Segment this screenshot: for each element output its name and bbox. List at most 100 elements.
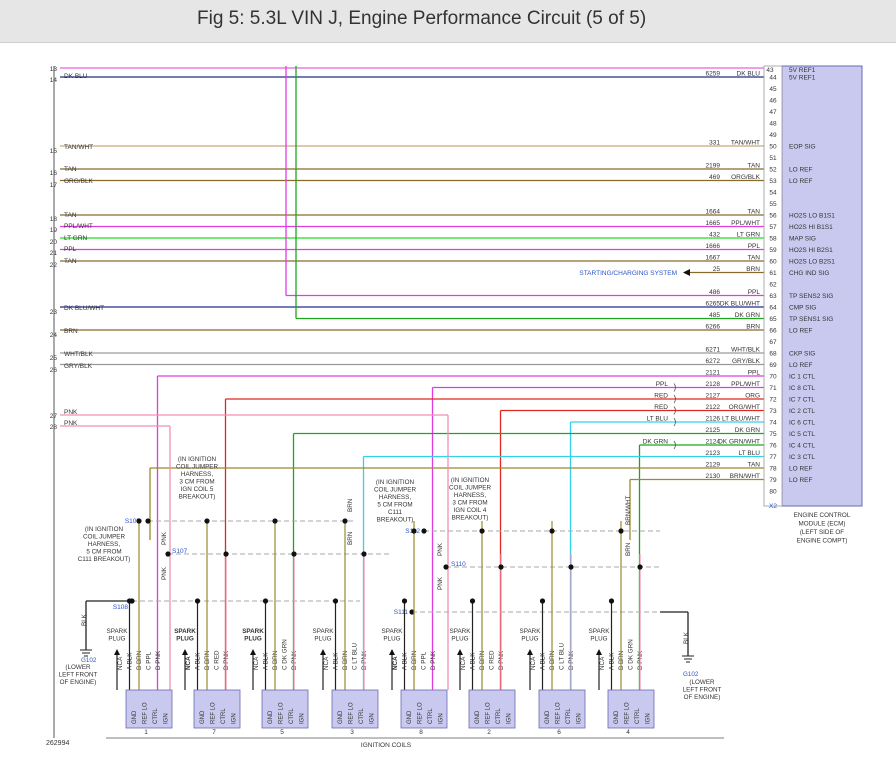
ecm-wire-color: BRN xyxy=(746,266,760,273)
spark-plug-label: SPARK xyxy=(450,628,472,635)
ecm-wire-color: TAN xyxy=(747,462,760,469)
ecm-pin-number: 70 xyxy=(769,374,777,381)
coil-terminal-label: REF LO xyxy=(556,702,562,724)
wire-color-vertical: BLK xyxy=(81,613,88,626)
coil-terminal-label: REF LO xyxy=(143,702,149,724)
wire-color-vertical: PNK xyxy=(437,576,444,590)
coil-terminal-label: GND xyxy=(475,710,481,724)
ecm-circuit-number: 6266 xyxy=(706,324,721,331)
ecm-signal-name: IC 1 CTL xyxy=(789,374,815,381)
left-wire-color-label: TAN xyxy=(64,258,77,265)
coil-terminal-label: IGN xyxy=(164,713,170,724)
ecm-pin-number: 45 xyxy=(769,86,777,93)
diagram-frame: 262994 xyxy=(46,66,69,747)
ecm-circuit-number: 2128 xyxy=(706,381,721,388)
ecm-pin-number: 64 xyxy=(769,305,777,312)
coil-terminal-label: GND xyxy=(545,710,551,724)
coil-number: 5 xyxy=(280,729,284,736)
coil-terminal-label: REF LO xyxy=(625,702,631,724)
ecm-wire-color: ORG/BLK xyxy=(731,174,761,181)
coil-pin-label: NCA xyxy=(117,656,124,670)
left-cavity-number: 26 xyxy=(50,367,58,374)
splice-dot xyxy=(165,551,171,557)
ecm-signal-name: HO2S LO B2S1 xyxy=(789,259,835,266)
splice-dot xyxy=(421,528,427,534)
coil-side-wire-color: PPL xyxy=(656,381,669,388)
splice-id-s107: S107 xyxy=(172,548,188,555)
coil-terminal-label: IGN xyxy=(232,713,238,724)
spark-plug-label: SPARK xyxy=(107,628,129,635)
junction-dot xyxy=(568,564,574,570)
ground-note: LEFT FRONT xyxy=(683,687,722,694)
ecm-signal-name: EOP SIG xyxy=(789,144,816,151)
ecm-pin-number: 48 xyxy=(769,121,777,128)
coil-terminal-label: CTRL xyxy=(359,708,365,724)
ecm-wire-color: TAN xyxy=(747,255,760,262)
ecm-wire-color: LT GRN xyxy=(737,232,761,239)
coil-pin-label: D PNK xyxy=(430,650,437,670)
ecm-circuit-number: 2129 xyxy=(706,462,721,469)
ecm-wire-color: PPL/WHT xyxy=(731,381,760,388)
coil-pin-label: C LT BLU xyxy=(559,642,566,670)
ecm-pin-number: 46 xyxy=(769,98,777,105)
arrow-icon xyxy=(250,649,256,655)
ecm-pin-number: 58 xyxy=(769,236,777,243)
coil-terminal-label: GND xyxy=(407,710,413,724)
spark-plug-label: PLUG xyxy=(108,636,125,643)
splice-note: HARNESS, xyxy=(181,471,213,478)
coil-side-wire-color: RED xyxy=(654,393,668,400)
splice-id-s105: S105 xyxy=(125,518,141,525)
ecm-wire-color: DK GRN/WHT xyxy=(718,439,760,446)
ecm-pin-number: 47 xyxy=(769,109,777,116)
junction-dot xyxy=(479,528,485,534)
left-cavity-number: 17 xyxy=(50,182,58,189)
coil-terminal-label: GND xyxy=(200,710,206,724)
ecm-pin-strip xyxy=(763,65,783,507)
connector-break-icon xyxy=(673,406,676,415)
coil-terminal-label: IGN xyxy=(507,713,513,724)
ignition-coil-body xyxy=(400,689,448,729)
arrow-icon xyxy=(389,649,395,655)
ecm-signal-name: HO2S LO B1S1 xyxy=(789,213,835,220)
ecm-pin-number: 73 xyxy=(769,408,777,415)
coil-terminal-label: REF LO xyxy=(211,702,217,724)
left-wire-color-label: DK BLU/WHT xyxy=(64,305,104,312)
ecm-pin-number: 44 xyxy=(769,75,777,82)
coil-number: 4 xyxy=(626,729,630,736)
left-cavity-number: 13 xyxy=(50,66,58,73)
coil-pin-label: NCA xyxy=(530,656,537,670)
left-wire-color-label: ORG/BLK xyxy=(64,178,94,185)
coil-pin-label: C DK GRN xyxy=(282,639,289,670)
splice-id-s111: S111 xyxy=(394,609,409,616)
coil-terminal-label: CTRL xyxy=(496,708,502,724)
ecm-pin-number: 75 xyxy=(769,431,777,438)
ecm-circuit-number: 2127 xyxy=(706,393,721,400)
coil-terminal-label: IGN xyxy=(370,713,376,724)
wire-color-vertical: PNK xyxy=(161,566,168,580)
ecm-pin-number: 62 xyxy=(769,282,777,289)
coil-pin-label: C DK GRN xyxy=(628,639,635,670)
coil-number: 7 xyxy=(212,729,216,736)
ground-note: LEFT FRONT xyxy=(59,672,98,679)
ecm-pin-number: 72 xyxy=(769,397,777,404)
splice-note: IGN COIL 4 xyxy=(454,507,487,514)
splice-note: HARNESS, xyxy=(454,492,486,499)
ecm-pin-number: 77 xyxy=(769,454,777,461)
coil-terminal-label: GND xyxy=(614,710,620,724)
arrow-icon xyxy=(596,649,602,655)
ground-id: G102 xyxy=(683,671,699,678)
ecm-circuit-number: 432 xyxy=(709,232,720,239)
ecm-pin-number: 76 xyxy=(769,443,777,450)
coil-pin-label: C RED xyxy=(214,650,221,670)
splice-note: 3 CM FROM xyxy=(179,479,214,486)
left-cavity-number: 20 xyxy=(50,239,58,246)
splice-note: (IN IGNITION xyxy=(376,479,415,486)
arrow-icon xyxy=(683,269,690,276)
ecm-signal-name: TP SENS2 SIG xyxy=(789,293,833,300)
ecm-circuit-number: 1666 xyxy=(706,243,721,250)
coil-terminal-label: GND xyxy=(132,710,138,724)
ecm-wire-color: LT BLU xyxy=(739,450,761,457)
splice-note: (IN IGNITION xyxy=(451,477,490,484)
coil-terminal-label: REF LO xyxy=(418,702,424,724)
splice-note: COIL JUMPER xyxy=(176,464,219,471)
